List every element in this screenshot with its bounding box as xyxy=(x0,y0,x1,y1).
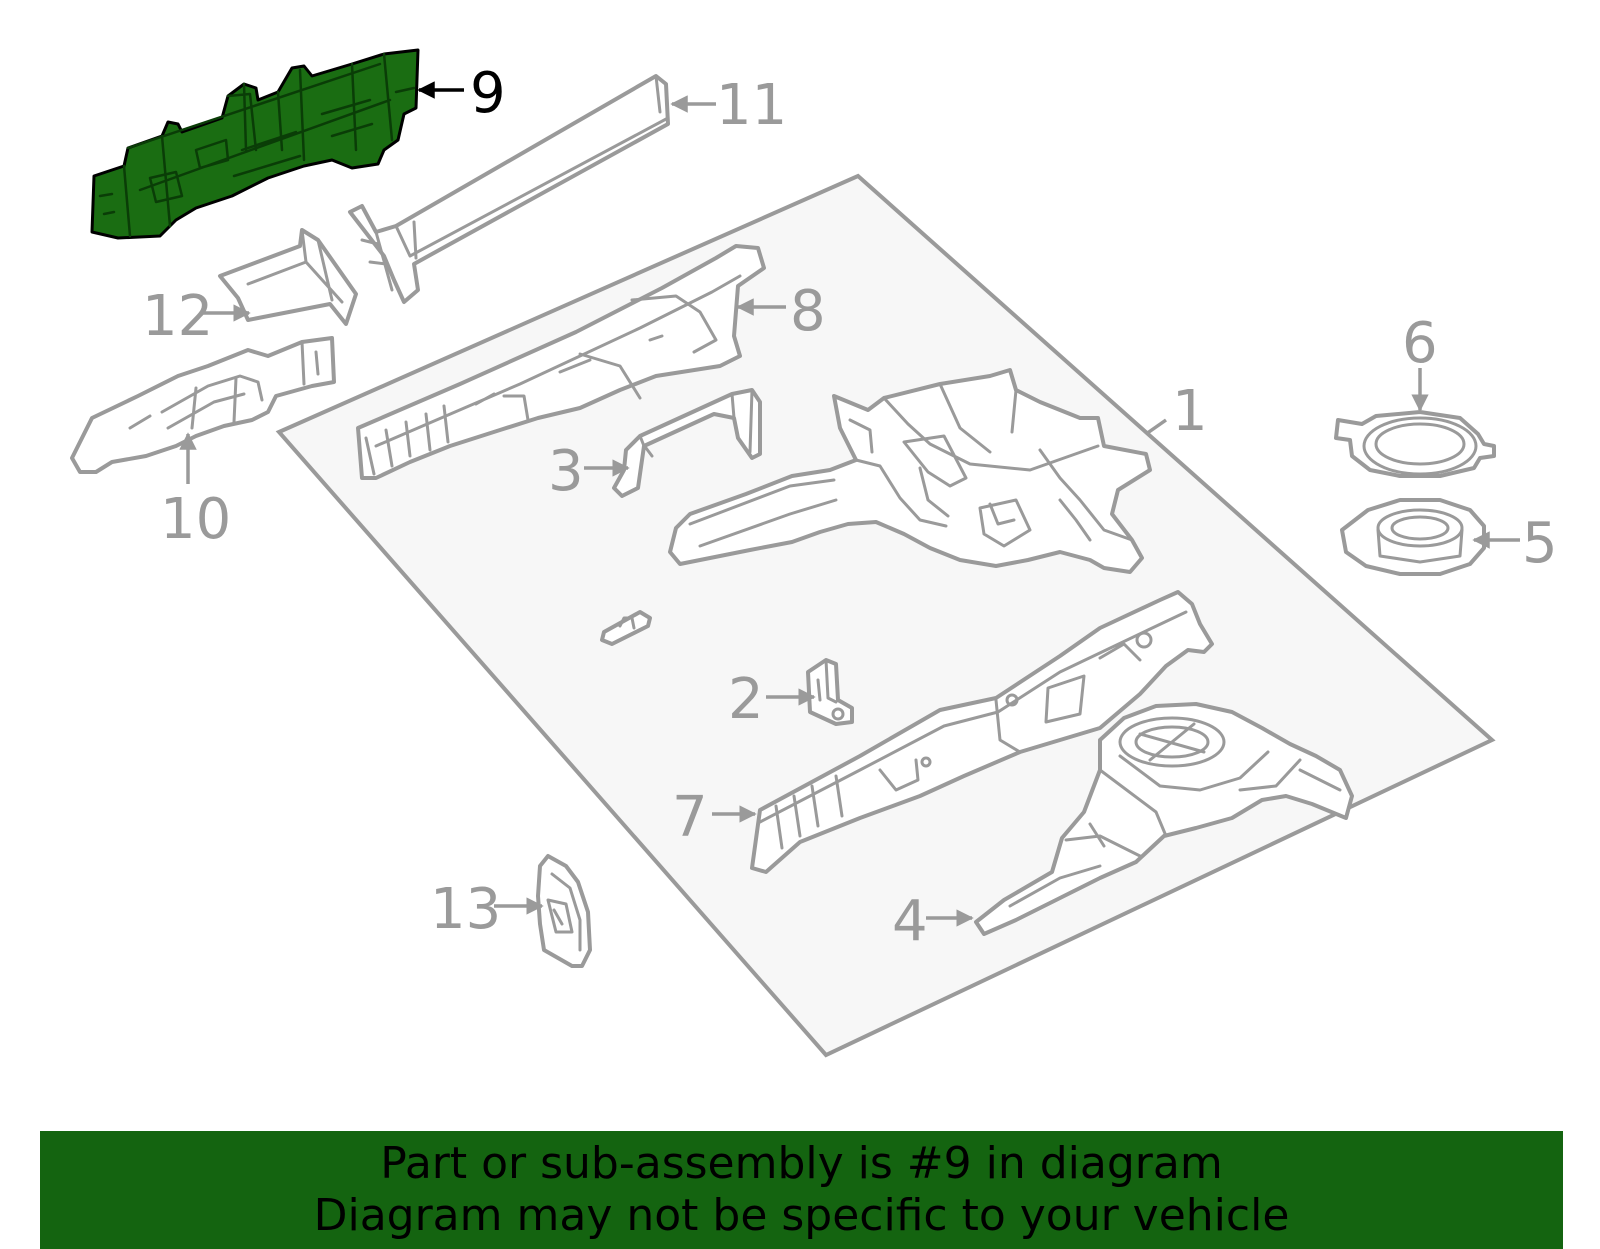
banner-line-2: Diagram may not be specific to your vehi… xyxy=(313,1190,1290,1241)
part-10-shape xyxy=(70,336,336,474)
part-7-hole-b xyxy=(1135,631,1153,649)
part-7-side-member[interactable] xyxy=(750,590,1214,874)
part-6-shape xyxy=(1334,410,1496,478)
part-13-plate[interactable] xyxy=(536,854,592,968)
part-11-detail xyxy=(360,74,670,292)
part-12-shape xyxy=(218,228,358,326)
part-1-shape xyxy=(668,368,1152,574)
callout-8: 8 xyxy=(790,279,826,344)
callout-11: 11 xyxy=(716,73,787,138)
part-13-shape xyxy=(536,854,592,968)
leader-1 xyxy=(1144,418,1168,436)
part-13-detail xyxy=(546,872,582,952)
part-1-detail xyxy=(688,382,1134,548)
callout-12: 12 xyxy=(142,284,213,349)
part-7-hole-a xyxy=(1005,693,1019,707)
part-6-ring-plate[interactable] xyxy=(1334,410,1496,478)
callout-10: 10 xyxy=(160,487,231,552)
part-5-strut-mount[interactable] xyxy=(1340,498,1486,576)
part-2-hole xyxy=(831,707,845,721)
part-2-small-bracket[interactable] xyxy=(806,658,854,726)
part-2-shape xyxy=(806,658,854,726)
part-6-inner-ring xyxy=(1374,422,1466,466)
info-banner: Part or sub-assembly is #9 in diagram Di… xyxy=(40,1131,1563,1249)
part-4-tub-inner xyxy=(1134,725,1210,759)
part-3-detail xyxy=(638,388,754,458)
info-banner-background xyxy=(40,1131,1563,1249)
part-4-tub-outer xyxy=(1118,716,1226,768)
callout-6: 6 xyxy=(1402,311,1438,376)
part-9-highlighted-rail[interactable] xyxy=(90,48,420,240)
part-12-bracket[interactable] xyxy=(218,228,358,326)
callout-2: 2 xyxy=(728,667,764,732)
callout-13: 13 xyxy=(430,877,501,942)
part-11-rail[interactable] xyxy=(348,74,670,304)
callout-3: 3 xyxy=(548,439,584,504)
part-7-detail xyxy=(758,610,1188,850)
part-2-detail xyxy=(816,658,838,704)
callout-1: 1 xyxy=(1172,379,1208,444)
part-5-boss xyxy=(1376,528,1464,564)
small-clip-detail xyxy=(618,616,636,630)
part-7-shape xyxy=(750,590,1214,874)
part-5-ring-inner xyxy=(1390,515,1450,541)
part-12-detail xyxy=(246,228,344,304)
callout-7: 7 xyxy=(672,785,708,850)
part-1-floor-crossmember[interactable] xyxy=(668,368,1152,574)
part-3-bracket[interactable] xyxy=(612,388,762,498)
part-7-hole-c xyxy=(920,756,932,768)
part-6-outer-ring xyxy=(1362,416,1478,476)
part-4-wheelhouse[interactable] xyxy=(974,702,1354,936)
part-8-detail xyxy=(364,274,742,476)
callout-9: 9 xyxy=(470,61,506,126)
part-8-frame-rail[interactable] xyxy=(356,244,766,480)
callout-4: 4 xyxy=(892,889,928,954)
part-8-shape xyxy=(356,244,766,480)
part-9-detail-lines xyxy=(98,52,416,238)
part-5-ring-outer xyxy=(1376,508,1464,548)
part-10-side-member[interactable] xyxy=(70,336,336,474)
small-clip-shape xyxy=(600,610,652,646)
part-4-detail xyxy=(1008,722,1342,908)
callout-5: 5 xyxy=(1522,511,1558,576)
part-10-detail xyxy=(128,340,320,430)
banner-line-1: Part or sub-assembly is #9 in diagram xyxy=(380,1138,1223,1189)
small-clip-part[interactable] xyxy=(600,610,652,646)
